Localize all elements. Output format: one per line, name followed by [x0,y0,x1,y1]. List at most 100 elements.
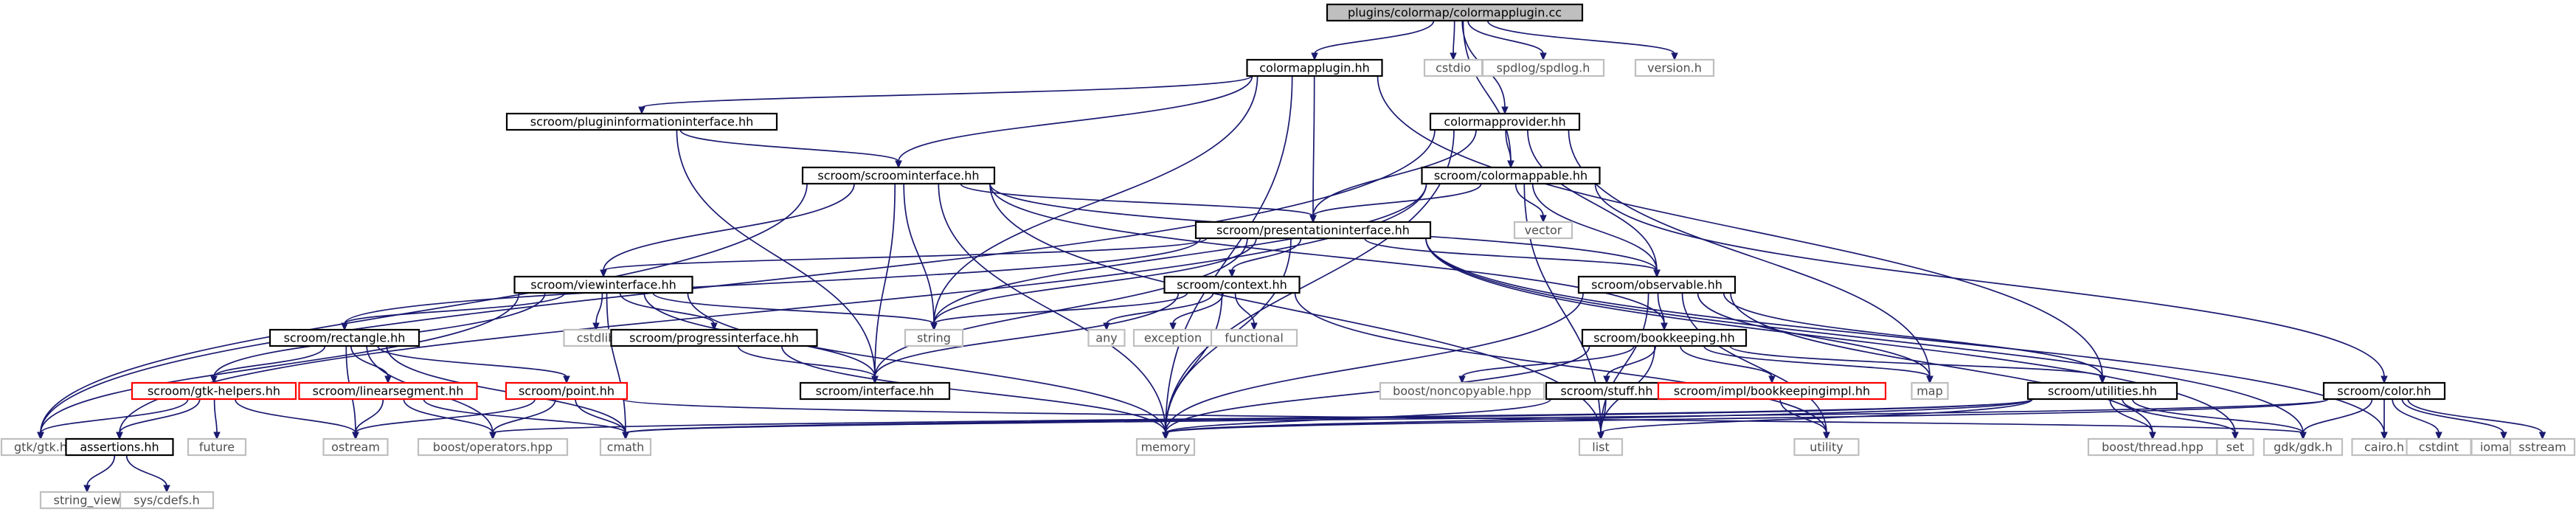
node-presentation[interactable]: scroom/presentationinterface.hh [1194,221,1432,240]
node-colormappable[interactable]: scroom/colormappable.hh [1421,166,1601,185]
node-stuff[interactable]: scroom/stuff.hh [1545,381,1669,401]
node-box [1194,221,1432,240]
edge-path [1461,345,1635,378]
edge-path [2109,398,2153,434]
edge-presentation-to-viewinterface [600,238,1208,278]
node-label: sstream [2518,440,2566,454]
edge-scroominterface-to-bookkeeping [989,183,1668,331]
node-box [1657,381,1887,401]
edge-path [213,345,326,378]
edge-path [2392,398,2440,434]
edge-path [874,183,896,378]
edge-path [1312,129,1477,217]
node-progress[interactable]: scroom/progressinterface.hh [610,328,818,347]
edge-color-to-cstdint [2392,398,2442,440]
edge-arrowhead [2099,375,2106,384]
edge-arrowhead [1507,160,1514,169]
edge-arrowhead [563,375,570,384]
node-context[interactable]: scroom/context.hh [1163,275,1301,294]
node-ostream: ostream [322,437,389,457]
edge-rectangle-to-point [377,345,570,384]
node-box [1421,166,1601,185]
edge-path [1364,238,1658,271]
edge-path [625,398,2329,434]
node-label: plugins/colormap/colormapplugin.cc [1348,6,1562,20]
node-map: map [1911,381,1949,401]
edge-color-to-sstream [2407,398,2546,440]
node-list: list [1578,437,1624,457]
edge-arrowhead [2538,432,2546,440]
edge-path [125,454,167,487]
node-label: assertions.hh [80,440,159,454]
edge-viewinterface-to-memory [687,292,1169,440]
node-rectangle[interactable]: scroom/rectangle.hh [269,328,420,347]
edge-arrowhead [210,375,218,384]
edge-path [780,345,1166,434]
edge-gtkhelpers-to-future [213,398,221,440]
node-colormapprovider[interactable]: colormapprovider.hh [1429,112,1581,131]
edge-path [1486,20,1675,55]
node-colormapplugin_hh[interactable]: colormapplugin.hh [1246,58,1383,77]
node-color[interactable]: scroom/color.hh [2322,381,2446,401]
node-box [801,166,996,185]
node-label: string [917,331,951,345]
node-observable[interactable]: scroom/observable.hh [1577,275,1737,294]
node-string_view: string_view [39,491,135,510]
node-label: scroom/progressinterface.hh [629,331,799,345]
node-gtkhelpers[interactable]: scroom/gtk-helpers.hh [131,381,297,401]
edge-observable-to-bookkeeping [1657,292,1668,331]
edge-path [603,238,1208,271]
edge-path [1425,238,2304,434]
edge-arrowhead [116,432,123,440]
edge-path [377,345,567,378]
node-label: gtk/gtk.h [14,440,67,454]
node-box [2322,381,2446,401]
edge-root-to-colormapplugin_hh [1311,20,1435,61]
node-interface[interactable]: scroom/interface.hh [799,381,951,401]
edge-colormappable-to-presentation [1309,183,1482,224]
edge-arrowhead [384,375,392,384]
node-plugininfo[interactable]: scroom/plugininformationinterface.hh [505,112,778,131]
node-scroominterface[interactable]: scroom/scroominterface.hh [801,166,996,185]
edge-path [1165,129,1455,434]
node-label: exception [1144,331,1202,345]
edge-path [1703,345,1931,378]
node-viewinterface[interactable]: scroom/viewinterface.hh [513,275,693,294]
edge-path [1681,292,1827,434]
edge-root-to-spdlog [1467,20,1547,61]
node-bookkeeping[interactable]: scroom/bookkeeping.hh [1581,328,1748,347]
node-assertions[interactable]: assertions.hh [65,437,174,457]
edge-path [1729,345,2103,378]
node-box [1326,3,1584,22]
node-box [187,437,247,457]
node-root[interactable]: plugins/colormap/colormapplugin.cc [1326,3,1584,22]
edge-path [737,345,876,378]
node-label: map [1917,384,1943,398]
edge-arrowhead [622,432,629,440]
edge-arrowhead [600,269,607,278]
node-label: cstdlib [577,331,616,345]
edge-arrowhead [2381,432,2388,440]
edge-arrowhead [1540,215,1547,224]
edge-path [938,183,1166,434]
node-label: cstdio [1436,61,1471,75]
node-point[interactable]: scroom/point.hh [505,381,629,401]
node-label: boost/thread.hpp [2102,440,2203,454]
node-label: scroom/utilities.hh [2048,384,2157,398]
node-label: cairo.h [2364,440,2404,454]
node-box [119,491,215,510]
edge-arrowhead [2500,432,2507,440]
node-bookkeepingimpl[interactable]: scroom/impl/bookkeepingimpl.hh [1657,381,1887,401]
node-label: scroom/bookkeeping.hh [1593,331,1735,345]
edge-path [903,183,935,325]
edge-arrowhead [1250,322,1258,331]
edge-path [1453,20,1455,55]
node-linearsegment[interactable]: scroom/linearsegment.hh [298,381,478,401]
node-utilities[interactable]: scroom/utilities.hh [2026,381,2178,401]
node-box [1429,112,1581,131]
edge-path [40,183,808,434]
edge-path [960,183,1314,217]
node-box [1135,437,1196,457]
node-box [1163,275,1301,294]
edge-color-to-cairo_h [2381,398,2388,440]
